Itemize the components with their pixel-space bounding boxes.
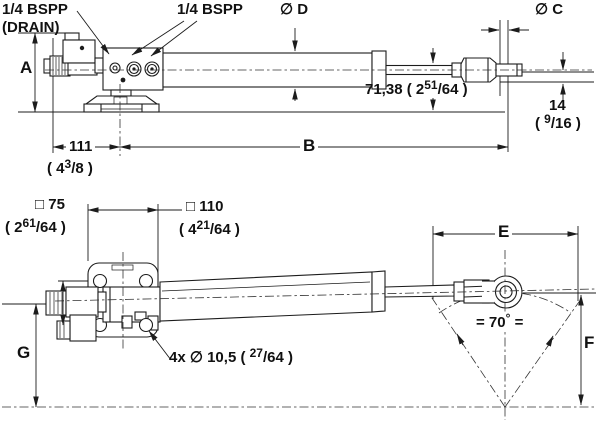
pressure-port-label: 1/4 BSPP — [177, 1, 243, 18]
electrical-connector-plan — [45, 286, 107, 342]
dim-14-fraction: ( 9/16 ) — [535, 112, 581, 132]
dim-71-38-label: 71,38 ( 251/64 ) — [365, 78, 468, 98]
square-110-fraction: ( 421/64 ) — [179, 218, 240, 238]
square-75-label: □ 75 — [35, 196, 65, 213]
diameter-c-label: ∅ C — [535, 1, 564, 18]
dim-g-label: G — [17, 343, 31, 362]
dim-e-label: E — [495, 223, 513, 241]
mount-holes-label: 4x ∅ 10,5 ( 27/64 ) — [169, 346, 293, 366]
square-75-fraction: ( 261/64 ) — [5, 216, 66, 236]
square-110-label: □ 110 — [186, 198, 224, 215]
mount-hole — [138, 317, 154, 333]
dim-f-label: F — [584, 333, 595, 352]
dim-14-label: 14 — [549, 97, 566, 114]
diameter-d-label: ∅ D — [280, 1, 309, 18]
dim-111-fraction: ( 43/8 ) — [47, 157, 93, 177]
dim-111-label: 111 — [66, 138, 96, 156]
drain-port-label: 1/4 BSPP (DRAIN) — [2, 1, 68, 36]
dim-a-label: A — [20, 58, 33, 77]
electrical-connector — [43, 32, 104, 77]
swing-cone — [429, 291, 582, 408]
mounting-foot — [83, 89, 160, 113]
swing-angle-label: = 70° = — [473, 312, 527, 332]
rod-end-eye — [384, 275, 523, 309]
dim-b-label: B — [300, 137, 319, 155]
bottom-view-drawing — [2, 204, 597, 420]
top-view-drawing — [18, 10, 594, 156]
